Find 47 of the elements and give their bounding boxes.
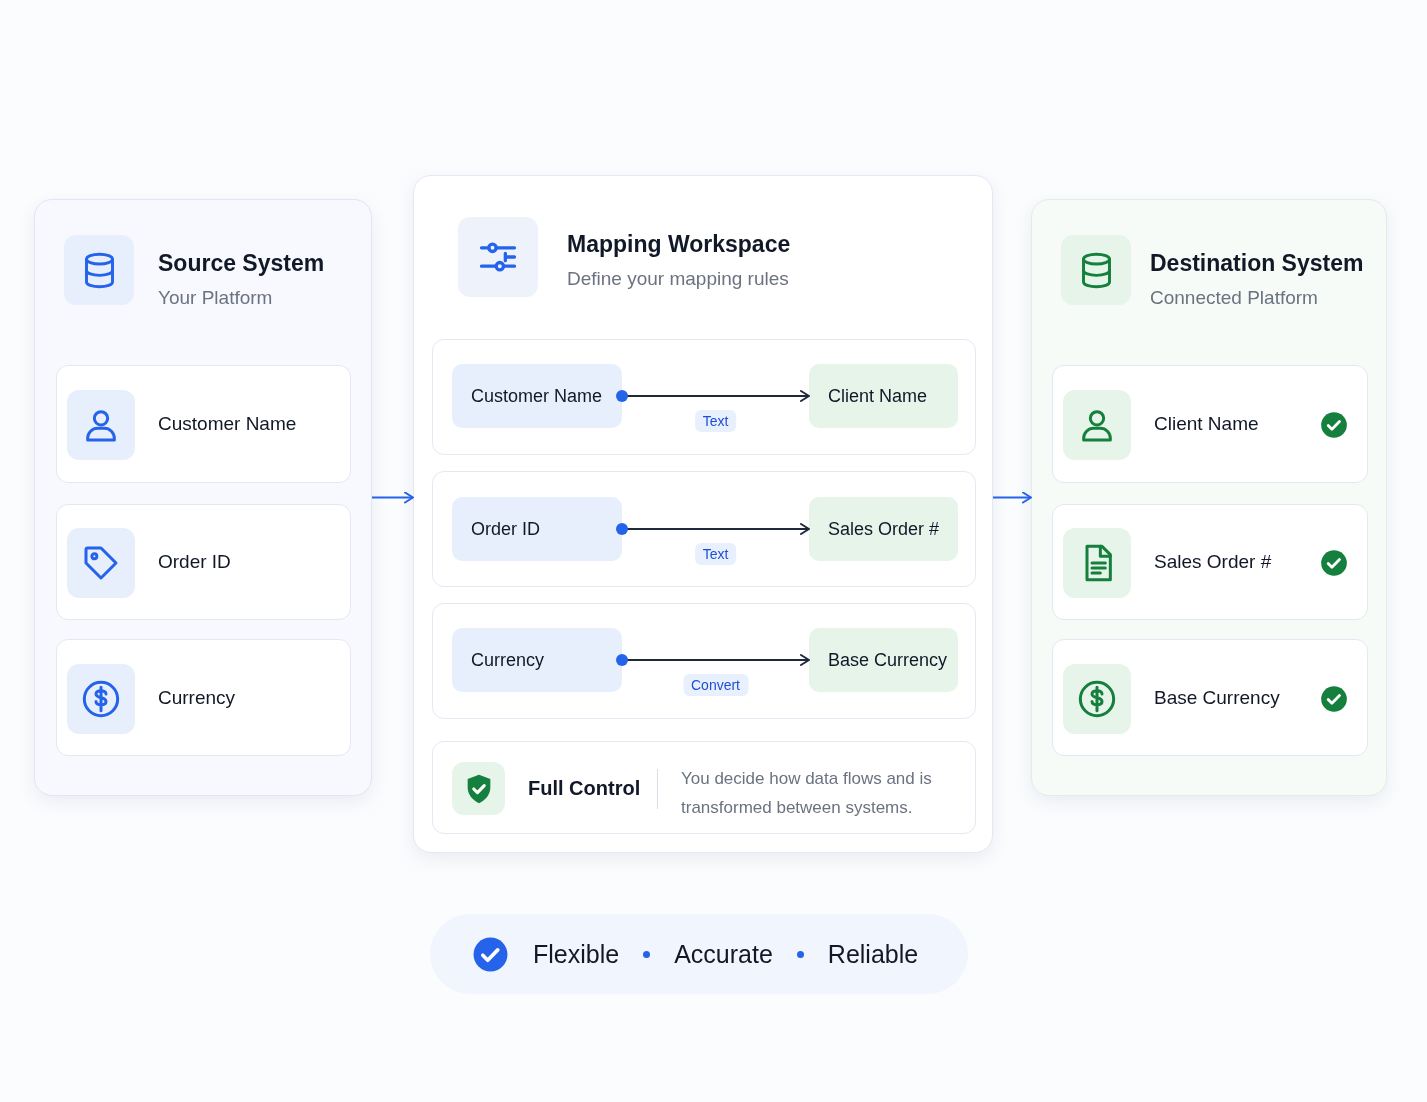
panel-title: Destination System [1150, 250, 1364, 277]
panel-subtitle: Your Platform [158, 287, 273, 309]
field-name: Sales Order # [828, 518, 940, 540]
panel [34, 199, 372, 796]
info-title: Full Control [528, 777, 641, 800]
info-card [432, 741, 976, 834]
field-name: Customer Name [471, 385, 603, 407]
field-name: Client Name [1154, 413, 1259, 435]
field-chip [809, 364, 958, 428]
edge-label: Text [694, 543, 737, 565]
edge-label: Convert [683, 674, 748, 696]
field-card [1052, 365, 1368, 483]
field-chip [809, 628, 958, 692]
edge-label: Text [694, 410, 737, 432]
tagline-word: Flexible [533, 939, 620, 969]
arrow [616, 523, 810, 535]
field-name: Base Currency [828, 649, 948, 671]
tagline-word: Accurate [674, 939, 773, 969]
panel-subtitle: Connected Platform [1150, 287, 1318, 309]
field-chip [452, 628, 622, 692]
field-name: Currency [158, 686, 236, 709]
field-name: Customer Name [158, 413, 297, 435]
tagline-word: Reliable [827, 939, 919, 969]
field-name: Order ID [471, 518, 540, 540]
field-card [56, 365, 351, 483]
panel-title: Mapping Workspace [567, 231, 791, 258]
field-card [56, 504, 351, 620]
arrow [616, 390, 810, 402]
panel-title: Source System [158, 250, 325, 277]
arrow [616, 654, 810, 666]
field-name: Base Currency [1154, 686, 1280, 709]
field-card [1052, 504, 1368, 620]
info-text: You decide how data flows and is transformed between systems. [681, 768, 933, 819]
field-chip [452, 497, 622, 561]
field-name: Client Name [828, 385, 928, 407]
field-name: Order ID [158, 551, 231, 573]
panel [413, 175, 993, 853]
field-name: Currency [471, 649, 545, 671]
arrow [371, 491, 414, 504]
field-name: Sales Order # [1154, 551, 1272, 573]
field-chip [452, 364, 622, 428]
field-card [1052, 639, 1368, 756]
arrow [992, 491, 1032, 504]
field-card [56, 639, 351, 756]
field-chip [809, 497, 958, 561]
panel [1031, 199, 1387, 796]
panel-subtitle: Define your mapping rules [567, 268, 789, 290]
